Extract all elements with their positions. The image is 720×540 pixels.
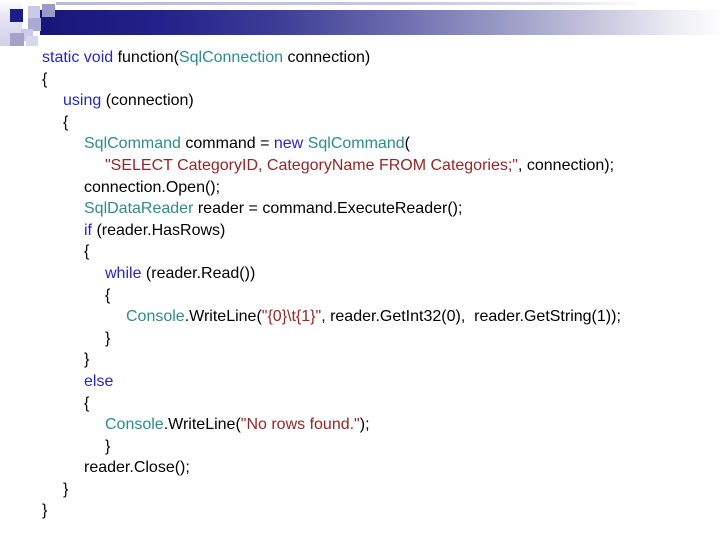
code-segment-keyword: while <box>105 264 142 282</box>
code-line: } <box>0 328 720 350</box>
code-line: { <box>0 285 720 307</box>
code-segment-plain: { <box>105 286 111 304</box>
code-segment-type: SqlCommand <box>307 135 405 153</box>
code-segment-plain: } <box>84 351 90 369</box>
code-segment-string: "SELECT CategoryID, CategoryName FROM Ca… <box>105 156 518 174</box>
code-segment-type: SqlCommand <box>84 135 181 153</box>
code-line: } <box>0 479 720 501</box>
code-segment-plain: } <box>105 437 111 455</box>
code-line: SqlCommand command = new SqlCommand( <box>0 133 720 155</box>
code-line: while (reader.Read()) <box>0 263 720 285</box>
code-segment-keyword: else <box>84 372 114 390</box>
code-segment-plain: } <box>42 502 48 520</box>
code-segment-plain: connection) <box>283 49 371 66</box>
code-line: } <box>0 500 720 522</box>
pixel-square-medium <box>28 18 41 31</box>
code-segment-type: Console <box>105 416 164 434</box>
code-segment-plain: { <box>84 394 90 412</box>
pixel-square-navy <box>10 9 23 22</box>
code-line: Console.WriteLine("No rows found."); <box>0 414 720 436</box>
code-line: "SELECT CategoryID, CategoryName FROM Ca… <box>0 155 720 177</box>
code-segment-keyword: if <box>84 221 92 239</box>
code-segment-plain: command = <box>180 135 274 153</box>
code-segment-plain: (reader.HasRows) <box>92 221 226 239</box>
code-line: if (reader.HasRows) <box>0 220 720 242</box>
code-segment-plain: ( <box>404 135 410 153</box>
code-line: { <box>0 112 720 134</box>
banner-gradient-bar <box>40 10 720 35</box>
code-segment-plain: (reader.Read()) <box>141 264 256 282</box>
code-segment-plain: } <box>63 480 69 498</box>
code-line: { <box>0 69 720 91</box>
code-segment-type: Console <box>126 308 185 326</box>
code-line: { <box>0 393 720 415</box>
code-segment-plain: reader = command.ExecuteReader(); <box>193 200 463 218</box>
code-segment-plain: connection.Open(); <box>84 178 221 196</box>
code-segment-plain: .WriteLine( <box>184 308 262 326</box>
pixel-square-medium <box>10 33 24 46</box>
code-segment-keyword: new <box>273 135 304 153</box>
pixel-square-light <box>28 6 40 18</box>
code-segment-plain: ); <box>359 416 370 434</box>
code-segment-plain: { <box>63 113 69 131</box>
code-segment-plain: reader.Close(); <box>84 459 190 477</box>
code-segment-plain: .WriteLine( <box>163 416 241 434</box>
code-segment-plain: { <box>84 243 90 261</box>
code-segment-plain: , reader.GetInt32(0), reader.GetString(1… <box>321 308 621 326</box>
code-line: else <box>0 371 720 393</box>
code-segment-plain: , connection); <box>517 156 615 174</box>
code-segment-plain: { <box>42 70 48 88</box>
code-line: connection.Open(); <box>0 177 720 199</box>
code-segment-keyword: static void <box>42 49 114 66</box>
code-line: SqlDataReader reader = command.ExecuteRe… <box>0 198 720 220</box>
code-segment-plain: function( <box>113 49 179 66</box>
code-line: { <box>0 241 720 263</box>
code-segment-type: SqlConnection <box>178 49 284 66</box>
code-segment-string: "{0}\t{1}" <box>261 308 322 326</box>
banner-thin-line <box>56 2 646 5</box>
code-block: static void function(SqlConnection conne… <box>0 47 720 522</box>
pixel-square-light <box>26 36 38 46</box>
code-line: reader.Close(); <box>0 457 720 479</box>
code-segment-string: "No rows found." <box>240 416 360 434</box>
code-line: static void function(SqlConnection conne… <box>0 47 720 69</box>
code-segment-keyword: using <box>63 92 102 110</box>
code-segment-plain: (connection) <box>101 92 194 110</box>
code-line: } <box>0 349 720 371</box>
code-line: using (connection) <box>0 90 720 112</box>
code-line: } <box>0 436 720 458</box>
code-line: Console.WriteLine("{0}\t{1}", reader.Get… <box>0 306 720 328</box>
code-segment-plain: } <box>105 329 111 347</box>
pixel-square-medium <box>42 4 55 17</box>
code-segment-type: SqlDataReader <box>84 200 194 218</box>
